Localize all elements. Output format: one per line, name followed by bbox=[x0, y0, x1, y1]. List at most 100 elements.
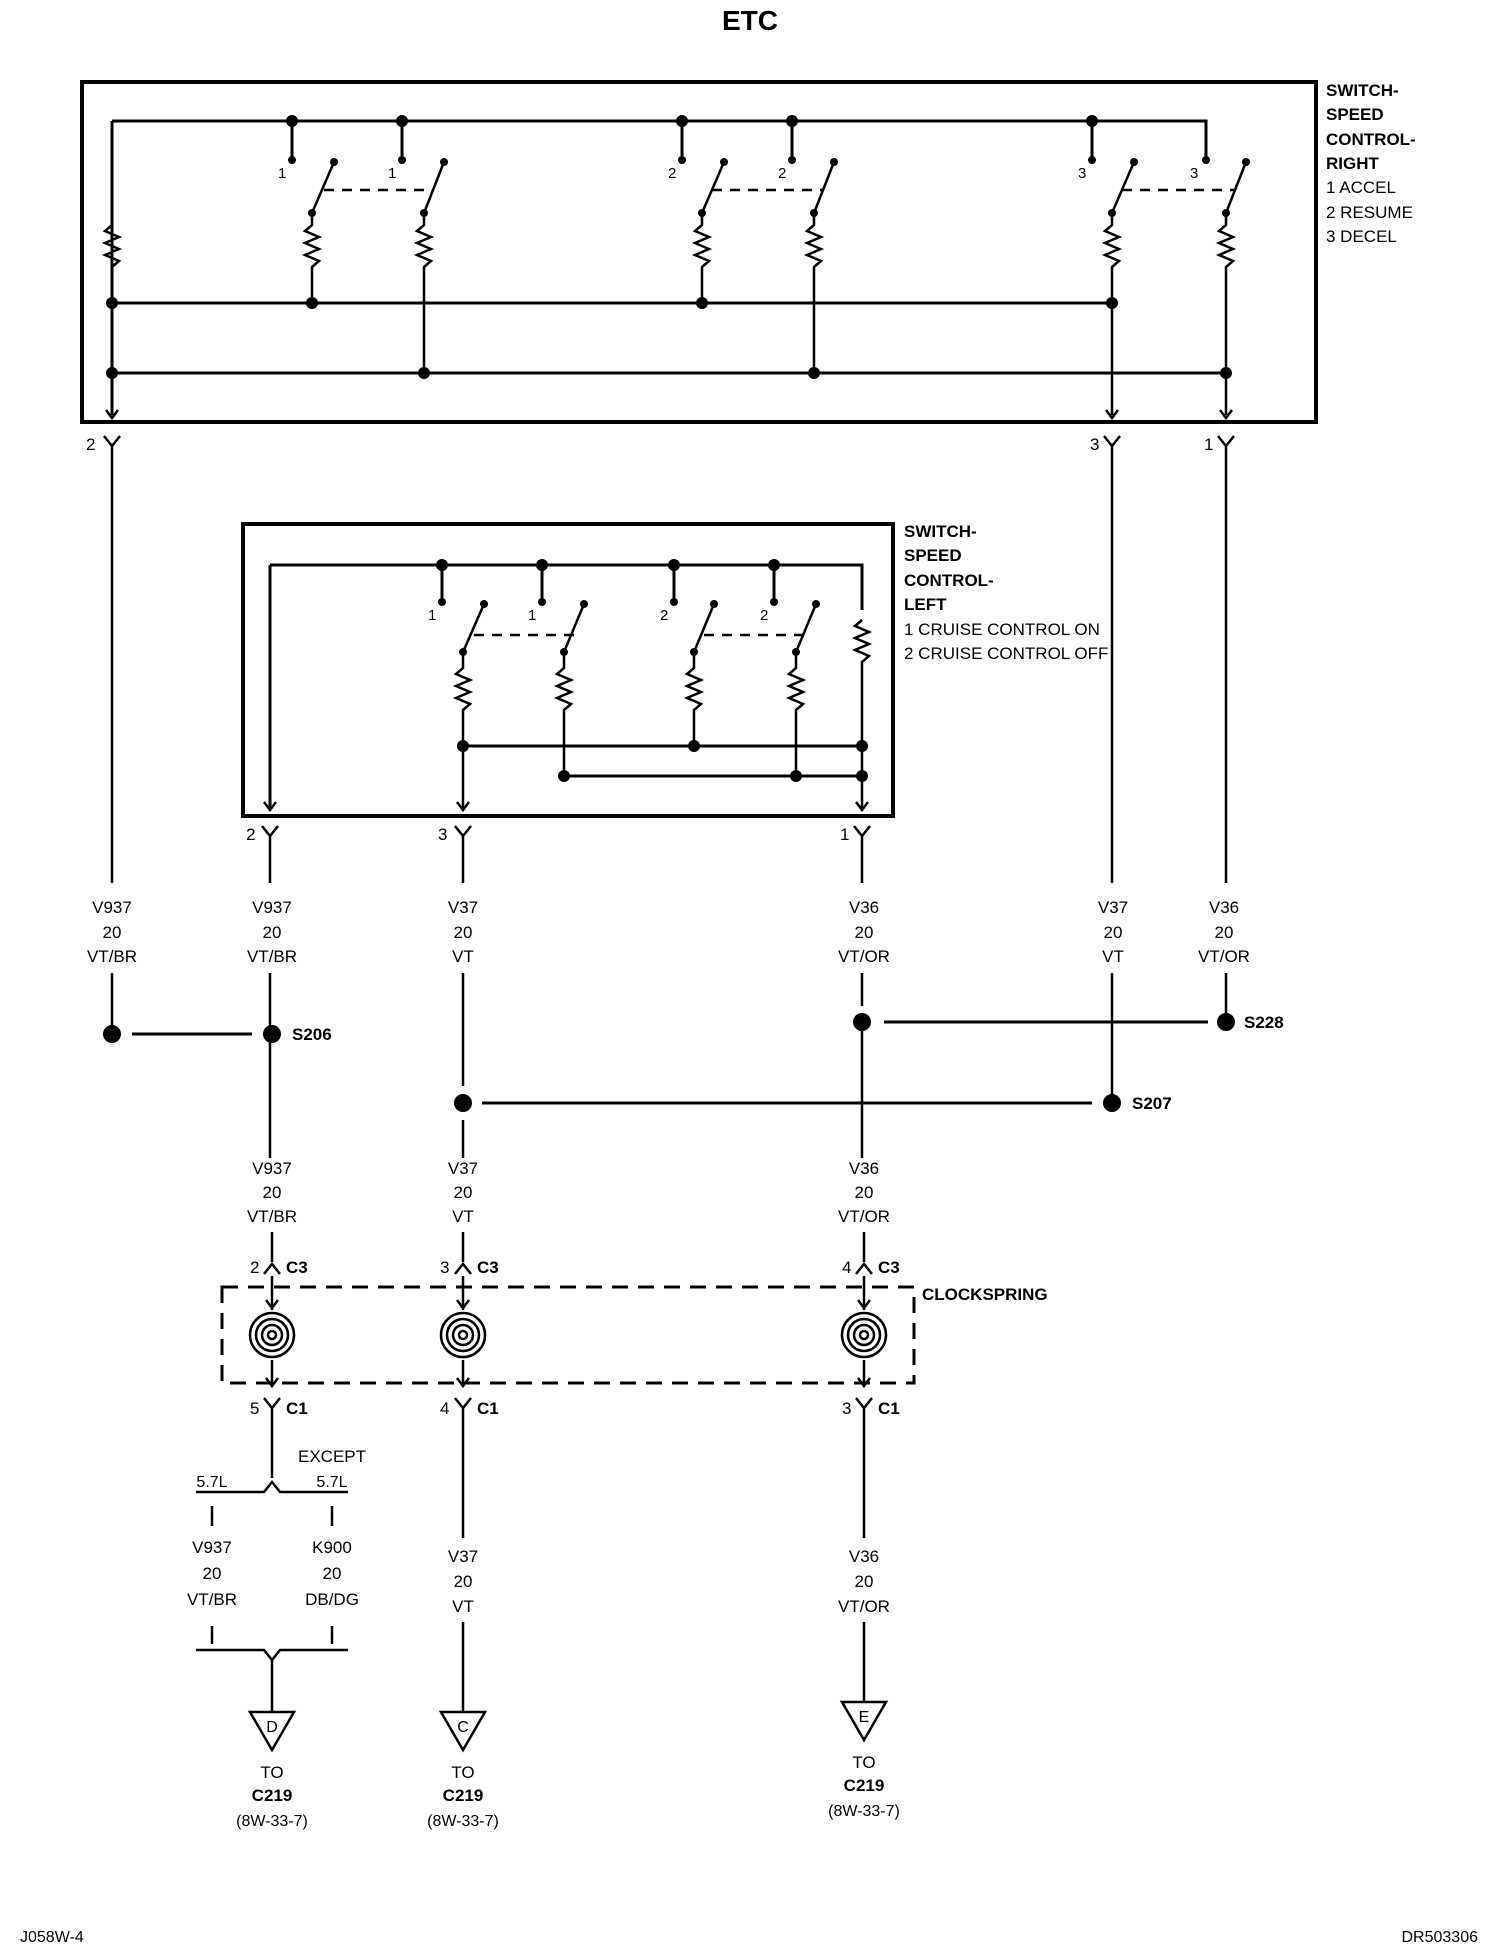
splice-s228-left-node bbox=[853, 1013, 871, 1031]
wire-v36-a-gauge: 20 bbox=[855, 923, 874, 942]
wire-mid-v37-circuit: V37 bbox=[448, 1159, 478, 1178]
right-contact-2a: 2 bbox=[668, 165, 676, 182]
wire-mid-v36-circuit: V36 bbox=[849, 1159, 879, 1178]
splice-s206-left-node bbox=[103, 1025, 121, 1043]
wire-mid-v37-color: VT bbox=[452, 1207, 474, 1226]
clockspring-coil-3 bbox=[840, 1311, 888, 1359]
mid-wire-labels: V937 20 VT/BR V37 20 VT V36 20 VT/OR bbox=[247, 1159, 890, 1226]
destination-c-ref: (8W-33-7) bbox=[427, 1813, 499, 1830]
destination-c: C TO C219 (8W-33-7) bbox=[427, 1710, 499, 1830]
upper-wires bbox=[110, 462, 1228, 883]
wire-lower-v37-circuit: V37 bbox=[448, 1547, 478, 1566]
wire-v937-a-gauge: 20 bbox=[103, 923, 122, 942]
wire-lower-v36-color: VT/OR bbox=[838, 1597, 890, 1616]
left-label-line-4: LEFT bbox=[904, 595, 947, 614]
wire-mid-v36-gauge: 20 bbox=[855, 1183, 874, 1202]
left-label-line-2: SPEED bbox=[904, 546, 962, 565]
lower-wires: 5.7L EXCEPT 5.7L V937 20 VT/BR K900 20 D… bbox=[187, 1408, 890, 1712]
right-switch-pins: 2 3 1 bbox=[86, 435, 1235, 462]
c3-label-1: C3 bbox=[286, 1258, 308, 1277]
wire-lower-k900-circuit: K900 bbox=[312, 1538, 352, 1557]
option-right: 5.7L bbox=[316, 1474, 347, 1491]
wire-v937-a-color: VT/BR bbox=[87, 947, 137, 966]
c3-label-3: C3 bbox=[878, 1258, 900, 1277]
right-contact-1a: 1 bbox=[278, 165, 286, 182]
option-except: EXCEPT bbox=[298, 1447, 366, 1466]
wire-mid-v937-gauge: 20 bbox=[263, 1183, 282, 1202]
destination-c-connector: C219 bbox=[443, 1786, 484, 1805]
wire-lower-v37-gauge: 20 bbox=[454, 1572, 473, 1591]
right-pin-3: 3 bbox=[1090, 435, 1099, 454]
wire-lower-k900-color: DB/DG bbox=[305, 1590, 359, 1609]
wire-mid-v937-color: VT/BR bbox=[247, 1207, 297, 1226]
clockspring-coil-1 bbox=[248, 1311, 296, 1359]
destination-c-to: TO bbox=[451, 1763, 474, 1782]
left-contact-2a: 2 bbox=[660, 607, 668, 624]
c3-label-2: C3 bbox=[477, 1258, 499, 1277]
wire-mid-v36-color: VT/OR bbox=[838, 1207, 890, 1226]
clockspring: 2 C3 3 C3 4 C3 CLOCKSPRING bbox=[220, 1232, 1048, 1418]
right-label-line-7: 3 DECEL bbox=[1326, 227, 1397, 246]
wire-v36-b-color: VT/OR bbox=[1198, 947, 1250, 966]
wire-v36-b-gauge: 20 bbox=[1215, 923, 1234, 942]
upper-wire-labels: V937 20 VT/BR V937 20 VT/BR V37 20 VT V3… bbox=[87, 898, 1250, 966]
right-contact-3b: 3 bbox=[1190, 165, 1198, 182]
c1-pin-5: 5 bbox=[250, 1399, 259, 1418]
splice-s207-left-node bbox=[454, 1094, 472, 1112]
left-label-line-6: 2 CRUISE CONTROL OFF bbox=[904, 644, 1108, 663]
switch-speed-control-left: 1 1 2 2 SWITCH- SPEED CONTROL- LEFT 1 CR… bbox=[241, 522, 1108, 818]
wire-v937-a-circuit: V937 bbox=[92, 898, 132, 917]
left-label-line-5: 1 CRUISE CONTROL ON bbox=[904, 620, 1100, 639]
right-label-line-3: CONTROL- bbox=[1326, 130, 1416, 149]
destination-e-letter: E bbox=[859, 1709, 870, 1726]
destination-c-letter: C bbox=[457, 1719, 469, 1736]
left-pin-2: 2 bbox=[246, 825, 255, 844]
wire-lower-v37-color: VT bbox=[452, 1597, 474, 1616]
wire-v37-a-circuit: V37 bbox=[448, 898, 478, 917]
option-left: 5.7L bbox=[196, 1474, 227, 1491]
wire-mid-v937-circuit: V937 bbox=[252, 1159, 292, 1178]
c1-label-3: C1 bbox=[878, 1399, 900, 1418]
right-pin-1: 1 bbox=[1204, 435, 1213, 454]
wire-v36-a-circuit: V36 bbox=[849, 898, 879, 917]
wire-v37-b-gauge: 20 bbox=[1104, 923, 1123, 942]
right-label-line-4: RIGHT bbox=[1326, 154, 1380, 173]
left-switch-pins: 2 3 1 bbox=[246, 825, 871, 852]
destination-e-ref: (8W-33-7) bbox=[828, 1803, 900, 1820]
wire-v37-b-color: VT bbox=[1102, 947, 1124, 966]
right-label-line-5: 1 ACCEL bbox=[1326, 178, 1396, 197]
left-contact-2b: 2 bbox=[760, 607, 768, 624]
destinations: D TO C219 (8W-33-7) C TO C219 (8W-33-7) … bbox=[236, 1700, 900, 1830]
wire-v937-b-color: VT/BR bbox=[247, 947, 297, 966]
wire-v36-b-circuit: V36 bbox=[1209, 898, 1239, 917]
footer-left-code: J058W-4 bbox=[20, 1929, 84, 1946]
right-pin-2: 2 bbox=[86, 435, 95, 454]
destination-d: D TO C219 (8W-33-7) bbox=[236, 1710, 308, 1830]
right-label-line-6: 2 RESUME bbox=[1326, 203, 1413, 222]
destination-e: E TO C219 (8W-33-7) bbox=[828, 1700, 900, 1820]
right-contact-1b: 1 bbox=[388, 165, 396, 182]
destination-e-connector: C219 bbox=[844, 1776, 885, 1795]
wire-v36-a-color: VT/OR bbox=[838, 947, 890, 966]
c1-label-2: C1 bbox=[477, 1399, 499, 1418]
destination-d-ref: (8W-33-7) bbox=[236, 1813, 308, 1830]
c3-pin-3: 3 bbox=[440, 1258, 449, 1277]
wire-v937-b-gauge: 20 bbox=[263, 923, 282, 942]
c3-pin-2: 2 bbox=[250, 1258, 259, 1277]
splice-s206-node bbox=[263, 1025, 281, 1043]
wire-lower-v937-gauge: 20 bbox=[203, 1564, 222, 1583]
right-contact-3a: 3 bbox=[1078, 165, 1086, 182]
right-switch-label: SWITCH- SPEED CONTROL- RIGHT 1 ACCEL 2 R… bbox=[1326, 81, 1416, 246]
splice-s206-label: S206 bbox=[292, 1025, 332, 1044]
wire-v937-b-circuit: V937 bbox=[252, 898, 292, 917]
clockspring-coil-2 bbox=[439, 1311, 487, 1359]
splice-s207-label: S207 bbox=[1132, 1094, 1172, 1113]
c1-pin-3: 3 bbox=[842, 1399, 851, 1418]
right-label-line-2: SPEED bbox=[1326, 105, 1384, 124]
left-pin-1: 1 bbox=[840, 825, 849, 844]
destination-d-connector: C219 bbox=[252, 1786, 293, 1805]
wire-lower-v937-circuit: V937 bbox=[192, 1538, 232, 1557]
wire-v37-b-circuit: V37 bbox=[1098, 898, 1128, 917]
right-label-line-1: SWITCH- bbox=[1326, 81, 1399, 100]
